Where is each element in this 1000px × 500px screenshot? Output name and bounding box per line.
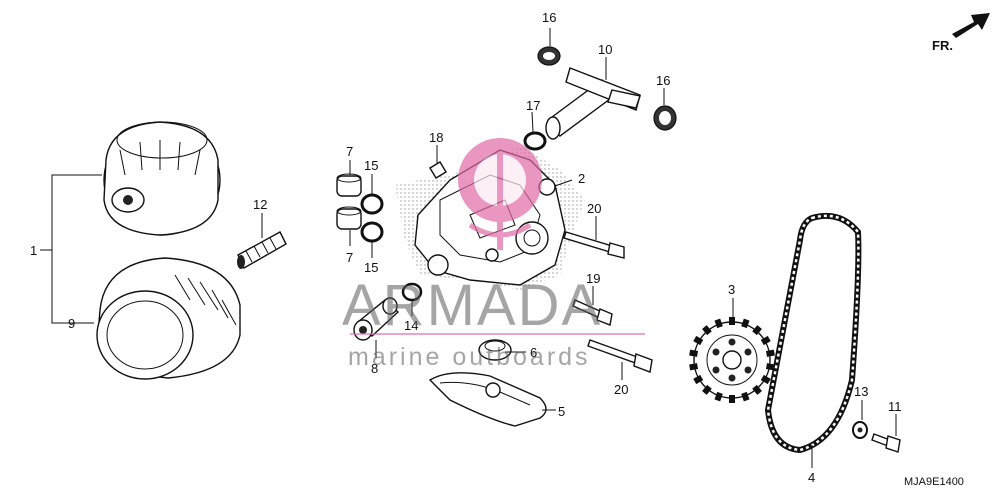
sprocket-tooth (752, 384, 762, 395)
sprocket-tooth (765, 349, 775, 357)
dowel-pin-lower (336, 206, 362, 230)
sprocket-tooth (729, 317, 735, 325)
sprocket-tooth (765, 363, 775, 371)
callout-14: 14 (404, 318, 418, 333)
callout-16-upper: 16 (542, 10, 556, 25)
watermark: ARMADA marine outboards (342, 138, 645, 371)
watermark-logo-mark (458, 138, 542, 250)
flange-bolt-upper (563, 231, 625, 259)
callout-20-upper: 20 (587, 201, 601, 216)
callout-17: 17 (526, 98, 540, 113)
o-ring-upper (360, 193, 384, 215)
dowel-pin-small (429, 161, 447, 179)
flange-bolt-short (572, 299, 613, 326)
oil-filter-cover (103, 121, 221, 236)
callout-7-lower: 7 (346, 250, 353, 265)
callout-2: 2 (578, 171, 585, 186)
sprocket-tooth (702, 384, 712, 395)
pump-drive-sprocket (689, 317, 775, 403)
callout-16-right: 16 (656, 73, 670, 88)
callout-7-upper: 7 (346, 144, 353, 159)
direction-label: FR. (932, 38, 953, 53)
callout-12: 12 (253, 197, 267, 212)
callout-labels: 1 2 3 4 5 6 7 7 8 9 10 11 12 13 14 15 15… (30, 10, 902, 485)
callout-1: 1 (30, 243, 37, 258)
sprocket-tooth (693, 335, 704, 346)
sprocket-tooth (760, 374, 771, 385)
callout-5: 5 (558, 404, 565, 419)
forward-direction-arrow: FR. (932, 13, 990, 53)
washer (852, 421, 868, 439)
sprocket-tooth (760, 335, 771, 346)
oil-filter-cartridge (96, 257, 241, 380)
callout-15-lower: 15 (364, 260, 378, 275)
seal-ring-right (653, 105, 677, 131)
o-ring-lower (360, 221, 384, 243)
sprocket-tooth (752, 325, 762, 336)
sprocket-tooth (741, 318, 750, 329)
o-ring-pipe (523, 131, 547, 151)
stud-bolt (237, 231, 287, 269)
callout-10: 10 (598, 42, 612, 57)
watermark-subtitle: marine outboards (348, 343, 591, 371)
callout-19: 19 (586, 271, 600, 286)
callout-18: 18 (429, 130, 443, 145)
dowel-pin-upper (336, 173, 362, 197)
callout-8: 8 (371, 361, 378, 376)
oil-pump-drive-chain (764, 212, 862, 454)
sprocket-tooth (741, 391, 750, 402)
callout-15-upper: 15 (364, 158, 378, 173)
seal-ring-upper (537, 46, 561, 66)
watermark-title: ARMADA (342, 273, 602, 338)
sprocket-tooth (714, 318, 723, 329)
sprocket-tooth (702, 325, 712, 336)
callout-3: 3 (728, 282, 735, 297)
sprocket-tooth (689, 349, 699, 357)
oil-strainer (478, 339, 512, 361)
callout-13: 13 (854, 384, 868, 399)
bracket-1 (40, 174, 102, 324)
sprocket-tooth (693, 374, 704, 385)
strainer-cover (428, 372, 547, 427)
sprocket-tooth (714, 391, 723, 402)
callout-11: 11 (888, 399, 902, 414)
callout-4: 4 (808, 470, 815, 485)
sprocket-tooth (729, 395, 735, 403)
callout-20-lower: 20 (614, 382, 628, 397)
oil-pipe-tee (545, 67, 641, 140)
callout-9: 9 (68, 316, 75, 331)
callout-6: 6 (530, 345, 537, 360)
sprocket-tooth (689, 363, 699, 371)
sprocket-bolt (871, 433, 901, 453)
leader-lines (261, 28, 897, 468)
flange-bolt-lower (587, 339, 653, 373)
diagram-code: MJA9E1400 (904, 476, 964, 488)
